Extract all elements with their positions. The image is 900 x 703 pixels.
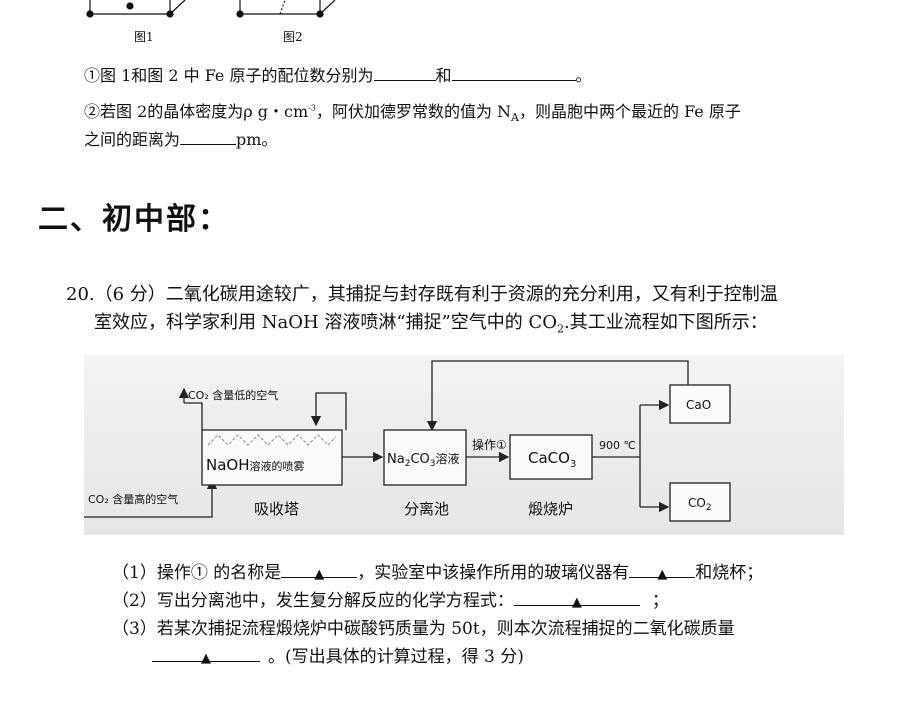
answer-blank: ▲ — [152, 647, 260, 666]
subquestion-2: （2）写出分离池中，发生复分解反应的化学方程式：▲； — [112, 591, 669, 611]
separation-tank-box — [383, 429, 467, 486]
separation-tank-label: Na2CO3溶液 — [387, 451, 460, 469]
process-flow-diagram: NaOH溶液的喷雾 吸收塔 Na2CO3溶液 分离池 操作① CaCO3 煅烧炉… — [84, 355, 844, 535]
spray-pattern — [207, 434, 337, 446]
tower-caption: 吸收塔 — [254, 500, 299, 518]
answer-blank: ▲ — [629, 563, 696, 582]
answer-blank — [180, 130, 237, 145]
subquestion-1: （1）操作① 的名称是▲，实验室中该操作所用的玻璃仪器有▲和烧杯； — [112, 563, 764, 583]
q20-line1: 20.（6 分）二氧化碳用途较广，其捕捉与封存既有利于资源的充分利用，又有利于控… — [66, 284, 778, 305]
section-title: 二、初中部： — [38, 202, 230, 237]
separation-caption: 分离池 — [404, 500, 449, 518]
furnace-caption: 煅烧炉 — [528, 500, 573, 518]
q20-line2: 室效应，科学家利用 NaOH 溶液喷淋“捕捉”空气中的 CO2.其工业流程如下图… — [94, 312, 768, 336]
cao-label: CaO — [686, 398, 711, 412]
answer-blank: ▲ — [513, 591, 640, 610]
air-low-label: CO₂ 含量低的空气 — [188, 388, 278, 402]
co2-label: CO2 — [688, 496, 712, 513]
subquestion-3-line1: （3）若某次捕捉流程煅烧炉中碳酸钙质量为 50t，则本次流程捕捉的二氧化碳质量 — [112, 619, 735, 639]
operation-label: 操作① — [472, 437, 507, 452]
co2-box — [669, 482, 731, 522]
figure-2-caption: 图2 — [283, 30, 303, 44]
tower-box-label: NaOH溶液的喷雾 — [206, 456, 305, 474]
answer-blank — [373, 66, 436, 81]
absorption-tower-box — [201, 429, 343, 486]
caco3-label: CaCO3 — [528, 449, 576, 470]
answer-blank — [451, 66, 576, 81]
temperature-label: 900 ℃ — [599, 439, 636, 452]
question-item-1: ①图 1和图 2 中 Fe 原子的配位数分别为和。 — [84, 66, 592, 85]
air-high-label: CO₂ 含量高的空气 — [88, 492, 178, 506]
cao-box — [669, 384, 731, 424]
subquestion-3-line2: ▲。(写出具体的计算过程，得 3 分) — [152, 642, 524, 667]
figure-1-caption: 图1 — [134, 30, 154, 44]
answer-blank: ▲ — [281, 563, 358, 582]
caco3-box — [509, 434, 593, 480]
crystal-figures — [86, 0, 336, 18]
crystal-figure-1 — [86, 0, 186, 18]
crystal-figure-2 — [236, 0, 336, 18]
question-item-2-line1: ②若图 2的晶体密度为ρ g・cm-3，阿伏加德罗常数的值为 NA，则晶胞中两个… — [84, 102, 741, 125]
